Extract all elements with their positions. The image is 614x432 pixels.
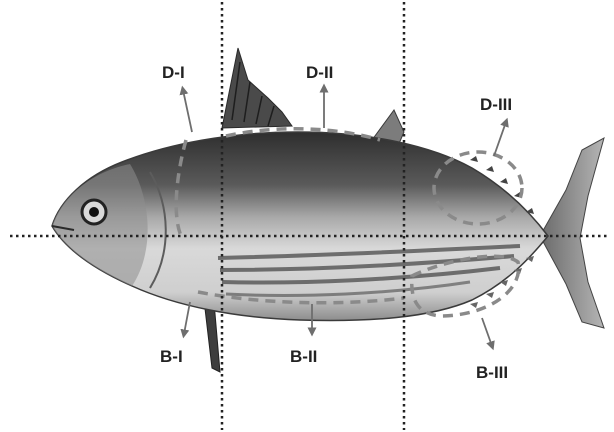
tuna-fish bbox=[52, 48, 604, 372]
b3-arrow bbox=[482, 318, 492, 346]
label-b2: B-II bbox=[290, 347, 317, 366]
b1-arrow bbox=[184, 302, 190, 334]
d1-arrow bbox=[183, 90, 192, 132]
label-b1: B-I bbox=[160, 347, 183, 366]
label-d3: D-III bbox=[480, 95, 512, 114]
label-d2: D-II bbox=[306, 63, 333, 82]
label-b3: B-III bbox=[476, 363, 508, 382]
d3-arrow bbox=[494, 122, 506, 156]
tail-fin bbox=[540, 138, 604, 328]
label-d1: D-I bbox=[162, 63, 185, 82]
